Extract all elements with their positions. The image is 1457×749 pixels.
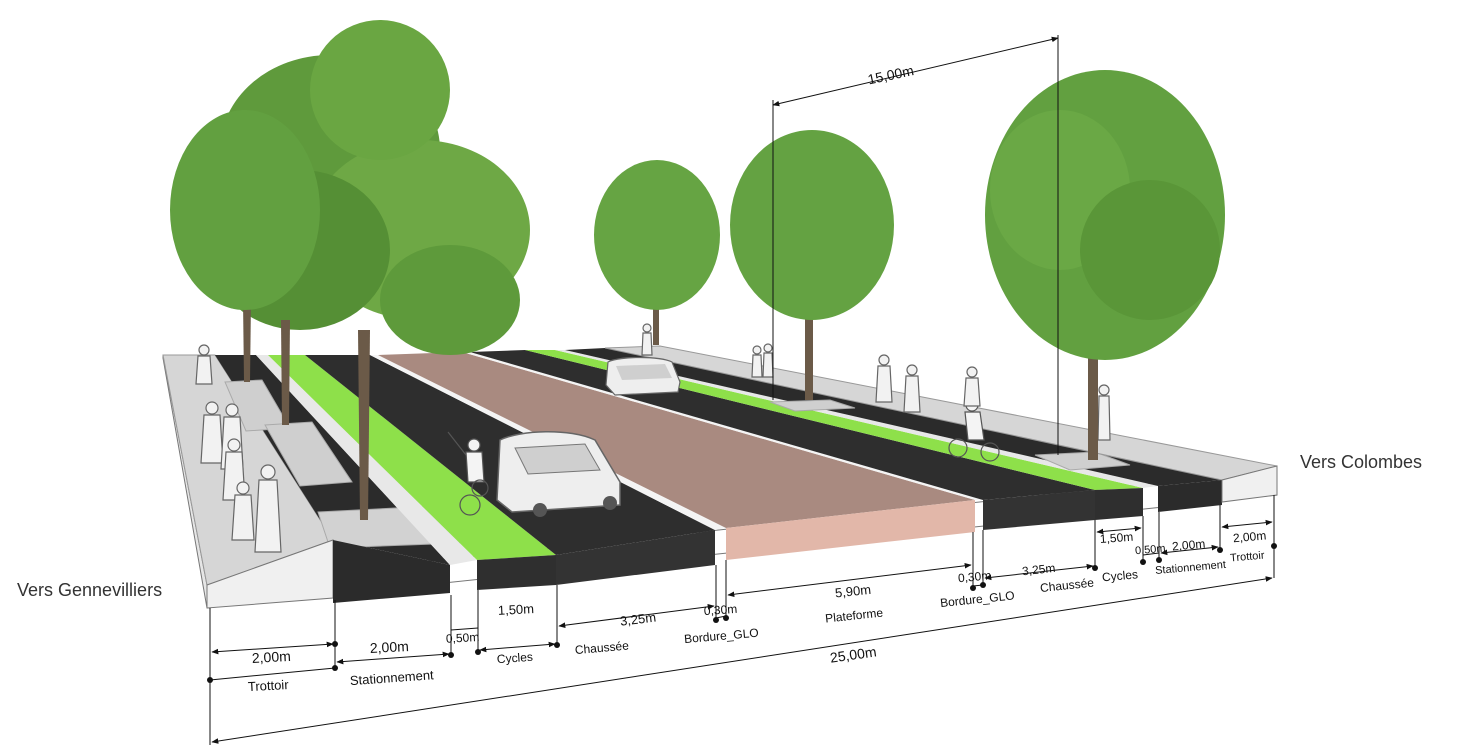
dim-top-value: 15,00m bbox=[866, 62, 915, 87]
car-far bbox=[605, 356, 681, 396]
dim-stationnement-label: Stationnement bbox=[349, 667, 434, 688]
dim-line-stationnement-r bbox=[1160, 544, 1219, 556]
dim-bordure-r-label: Bordure_GLO bbox=[939, 588, 1015, 610]
right-separator bbox=[555, 350, 1158, 488]
dim-cycles-r-label: Cycles bbox=[1101, 567, 1138, 584]
dim-separator-r-value: 0,50m bbox=[1135, 543, 1167, 558]
dim-chaussee-label: Chaussée bbox=[574, 638, 629, 657]
front-face-trottoir-right bbox=[1221, 465, 1278, 503]
dim-stationnement-r-label: Stationnement bbox=[1155, 559, 1227, 577]
front-face-parking-right bbox=[1158, 480, 1222, 512]
pedestrian bbox=[875, 354, 893, 403]
dim-bordure-r-value: 0,30m bbox=[957, 568, 991, 585]
dim-trottoir-label: Trottoir bbox=[248, 677, 290, 694]
dim-line-separator-r bbox=[1142, 552, 1160, 556]
dim-plateforme-value: 5,90m bbox=[834, 582, 872, 601]
dim-separator-value: 0,50m bbox=[446, 630, 480, 646]
front-face-platform bbox=[726, 500, 975, 560]
pedestrian bbox=[195, 344, 213, 385]
dim-cycles-label: Cycles bbox=[496, 650, 533, 666]
dim-line-total bbox=[211, 576, 1273, 744]
tree bbox=[594, 160, 720, 345]
dim-line-trottoir-r bbox=[1221, 519, 1273, 530]
pedestrians bbox=[195, 323, 1111, 553]
left-direction-label: Vers Gennevilliers bbox=[17, 580, 163, 600]
dimension-labels: 15,00m 2,00m Trottoir 2,00m Stationnemen… bbox=[248, 62, 1267, 694]
tree bbox=[170, 110, 320, 382]
dim-line-top bbox=[772, 36, 1059, 107]
dim-line-chaussee-r bbox=[984, 563, 1094, 581]
dim-line-cycles bbox=[479, 641, 556, 653]
trees bbox=[170, 20, 1225, 520]
dim-chaussee-value: 3,25m bbox=[619, 609, 657, 628]
planter-2 bbox=[264, 421, 353, 487]
right-direction-label: Vers Colombes bbox=[1300, 452, 1423, 472]
dim-chaussee-r-label: Chaussée bbox=[1039, 575, 1095, 595]
pedestrian bbox=[963, 366, 981, 407]
dim-chaussee-r-value: 3,25m bbox=[1021, 561, 1056, 578]
dim-stationnement-r-value: 2,00m bbox=[1171, 537, 1205, 554]
central-platform bbox=[378, 352, 975, 528]
car-front bbox=[496, 431, 621, 517]
front-face-bike-right bbox=[1095, 488, 1143, 520]
dim-trottoir-r-label: Trottoir bbox=[1230, 550, 1266, 565]
tree bbox=[281, 320, 290, 425]
front-face-road-right bbox=[983, 490, 1095, 530]
dim-cycles-value: 1,50m bbox=[497, 601, 534, 618]
pedestrian bbox=[762, 343, 774, 378]
dim-line-cycles-r bbox=[1096, 525, 1142, 535]
pedestrian bbox=[903, 364, 921, 413]
dim-line-stationnement bbox=[336, 651, 450, 665]
right-planter bbox=[1034, 451, 1131, 471]
dim-trottoir-r-value: 2,00m bbox=[1232, 528, 1266, 545]
pedestrian bbox=[254, 464, 282, 553]
dim-bordure-value: 0,30m bbox=[703, 602, 737, 618]
right-planter-2 bbox=[769, 399, 856, 412]
left-bike-lane bbox=[268, 355, 556, 560]
tree bbox=[985, 70, 1225, 460]
pedestrian bbox=[641, 323, 653, 356]
front-face-bike-left bbox=[477, 555, 556, 590]
dim-total-value: 25,00m bbox=[829, 643, 877, 665]
dim-trottoir-value: 2,00m bbox=[251, 648, 291, 666]
right-curb bbox=[462, 352, 983, 500]
dim-bordure-label: Bordure_GLO bbox=[684, 626, 760, 646]
front-face-road-left bbox=[556, 530, 715, 585]
dim-plateforme-label: Plateforme bbox=[825, 606, 884, 626]
pedestrian bbox=[231, 481, 255, 541]
dim-cycles-r-value: 1,50m bbox=[1099, 530, 1133, 546]
cyclist-left bbox=[447, 431, 489, 516]
pedestrian bbox=[751, 345, 763, 378]
dimension-dots bbox=[207, 543, 1277, 683]
pedestrian bbox=[1097, 384, 1111, 441]
dim-stationnement-value: 2,00m bbox=[369, 638, 409, 656]
tree bbox=[730, 130, 894, 400]
